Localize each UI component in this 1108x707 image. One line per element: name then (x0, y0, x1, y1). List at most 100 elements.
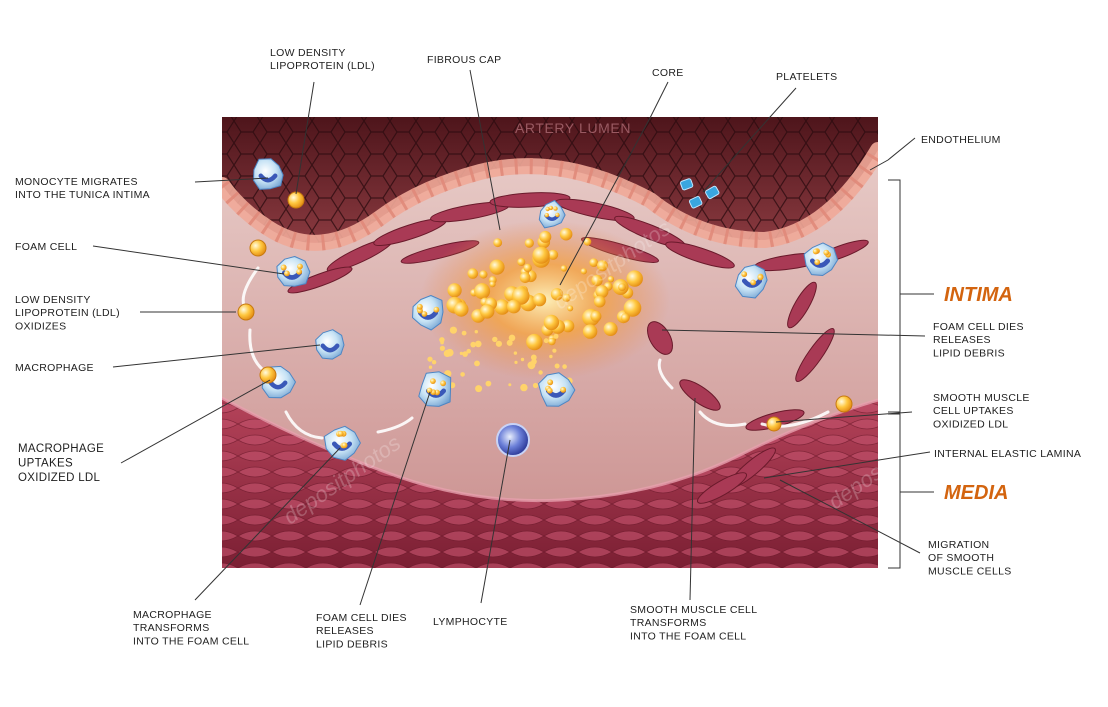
label-line: TRANSFORMS (630, 617, 707, 629)
label-line: LIPOPROTEIN (LDL) (270, 60, 375, 72)
label-line: LOW DENSITY (15, 294, 91, 306)
ldl-particle (288, 192, 304, 208)
lipid-debris (549, 355, 552, 358)
label-line: INTERNAL ELASTIC LAMINA (934, 448, 1081, 460)
label-line: OXIDIZES (15, 320, 66, 332)
label-line: LIPID DEBRIS (933, 347, 1005, 359)
lymphocyte (497, 424, 529, 456)
lipid-debris (475, 330, 478, 333)
lipid-droplet (480, 304, 494, 318)
label-line: LYMPHOCYTE (433, 616, 508, 628)
label-media: MEDIA (944, 482, 1008, 504)
lipid-debris (440, 346, 445, 351)
label-line: OXIDIZED LDL (18, 472, 101, 484)
lipid-debris (460, 352, 463, 355)
lipid-debris (450, 327, 457, 334)
label-line: FOAM CELL DIES (933, 321, 1024, 333)
lipid-debris (514, 351, 517, 354)
lipid-droplet (468, 268, 479, 279)
lipid-droplet (604, 322, 618, 336)
lipid-droplet (590, 311, 601, 322)
label-iel: INTERNAL ELASTIC LAMINA (934, 448, 1081, 460)
lipid-debris (514, 361, 517, 364)
label-macrophage: MACROPHAGE (15, 362, 94, 374)
label-fibrous-cap: FIBROUS CAP (427, 54, 501, 66)
label-line: PLATELETS (776, 71, 837, 83)
lipid-debris (486, 381, 492, 387)
lipid-debris (531, 359, 537, 365)
lipid-droplet (489, 260, 504, 275)
lipid-droplet (544, 315, 559, 330)
lipid-droplet (507, 300, 521, 314)
label-line: SMOOTH MUSCLE (933, 392, 1030, 404)
lipid-debris (544, 338, 549, 343)
label-line: MACROPHAGE (15, 362, 94, 374)
label-line: INTO THE FOAM CELL (133, 635, 249, 647)
lipid-droplet (520, 272, 531, 283)
lipid-debris (507, 340, 513, 346)
label-ldl-oxidizes: LOW DENSITYLIPOPROTEIN (LDL)OXIDIZES (15, 294, 120, 332)
label-intima: INTIMA (944, 284, 1013, 306)
label-line: CORE (652, 67, 684, 79)
lipid-debris (554, 334, 559, 339)
lipid-droplet (474, 283, 490, 299)
label-line: MACROPHAGE (133, 609, 212, 621)
lipid-droplet (560, 228, 573, 241)
lipid-debris (562, 364, 567, 369)
label-line: INTO THE TUNICA INTIMA (15, 189, 150, 201)
label-core: CORE (652, 67, 684, 79)
lipid-droplet (479, 270, 487, 278)
lipid-debris (470, 342, 476, 348)
label-line: OXIDIZED LDL (933, 418, 1008, 430)
lipid-debris (475, 385, 482, 392)
label-platelets: PLATELETS (776, 71, 837, 83)
lipid-debris (466, 349, 471, 354)
label-line: LIPID DEBRIS (316, 638, 388, 650)
label-line: CELL UPTAKES (933, 405, 1014, 417)
lipid-debris (492, 337, 497, 342)
ldl-particle (250, 240, 266, 256)
lipid-debris (520, 384, 527, 391)
lipid-debris (427, 357, 432, 362)
label-line: ENDOTHELIUM (921, 134, 1001, 146)
label-line: UPTAKES (18, 457, 73, 469)
ldl-particle (767, 417, 781, 431)
label-line: MIGRATION (928, 539, 989, 551)
lipid-droplet (594, 296, 606, 308)
label-line: MUSCLE CELLS (928, 565, 1012, 577)
lipid-droplet (533, 247, 550, 264)
lipid-droplet (524, 264, 532, 272)
lipid-droplet (526, 334, 542, 350)
lipid-debris (429, 366, 432, 369)
layer-brackets (888, 180, 934, 568)
lipid-droplet (533, 293, 546, 306)
label-line: RELEASES (933, 334, 991, 346)
lipid-droplet (454, 302, 469, 317)
lipid-debris (432, 360, 436, 364)
label-line: OF SMOOTH (928, 552, 994, 564)
label-foam-cell: FOAM CELL (15, 241, 77, 253)
ldl-particle (238, 304, 254, 320)
lipid-debris (460, 372, 465, 377)
ldl-particle (836, 396, 852, 412)
label-line: FIBROUS CAP (427, 54, 501, 66)
lipid-debris (538, 370, 542, 374)
lipid-debris (508, 383, 511, 386)
lipid-debris (555, 364, 560, 369)
lipid-droplet (448, 283, 462, 297)
label-line: FOAM CELL (15, 241, 77, 253)
lipid-debris (474, 361, 480, 367)
lipid-droplet (525, 239, 534, 248)
label-line: LOW DENSITY (270, 47, 346, 59)
label-line: INTO THE FOAM CELL (630, 630, 746, 642)
lipid-droplet (548, 338, 556, 346)
lipid-droplet (583, 324, 597, 338)
